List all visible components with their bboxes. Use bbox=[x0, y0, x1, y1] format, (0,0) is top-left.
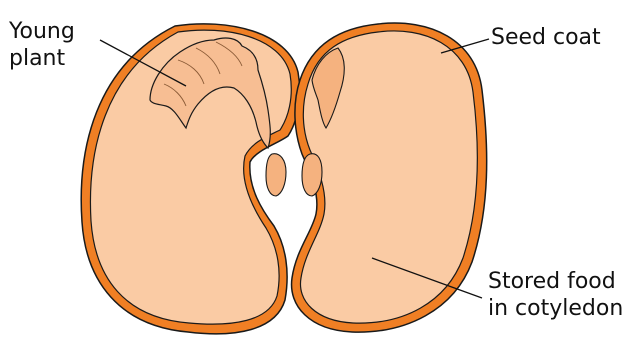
seed-coat-label: Seed coat bbox=[491, 24, 601, 51]
young-plant-label-line1: Young bbox=[9, 18, 75, 45]
stored-food-label: Stored food in cotyledon bbox=[488, 268, 623, 322]
young-plant-label: Young plant bbox=[9, 18, 75, 72]
stored-food-label-line2: in cotyledon bbox=[488, 295, 623, 322]
left-radicle bbox=[266, 154, 286, 196]
young-plant-label-line2: plant bbox=[9, 45, 75, 72]
stored-food-label-line1: Stored food bbox=[488, 268, 623, 295]
